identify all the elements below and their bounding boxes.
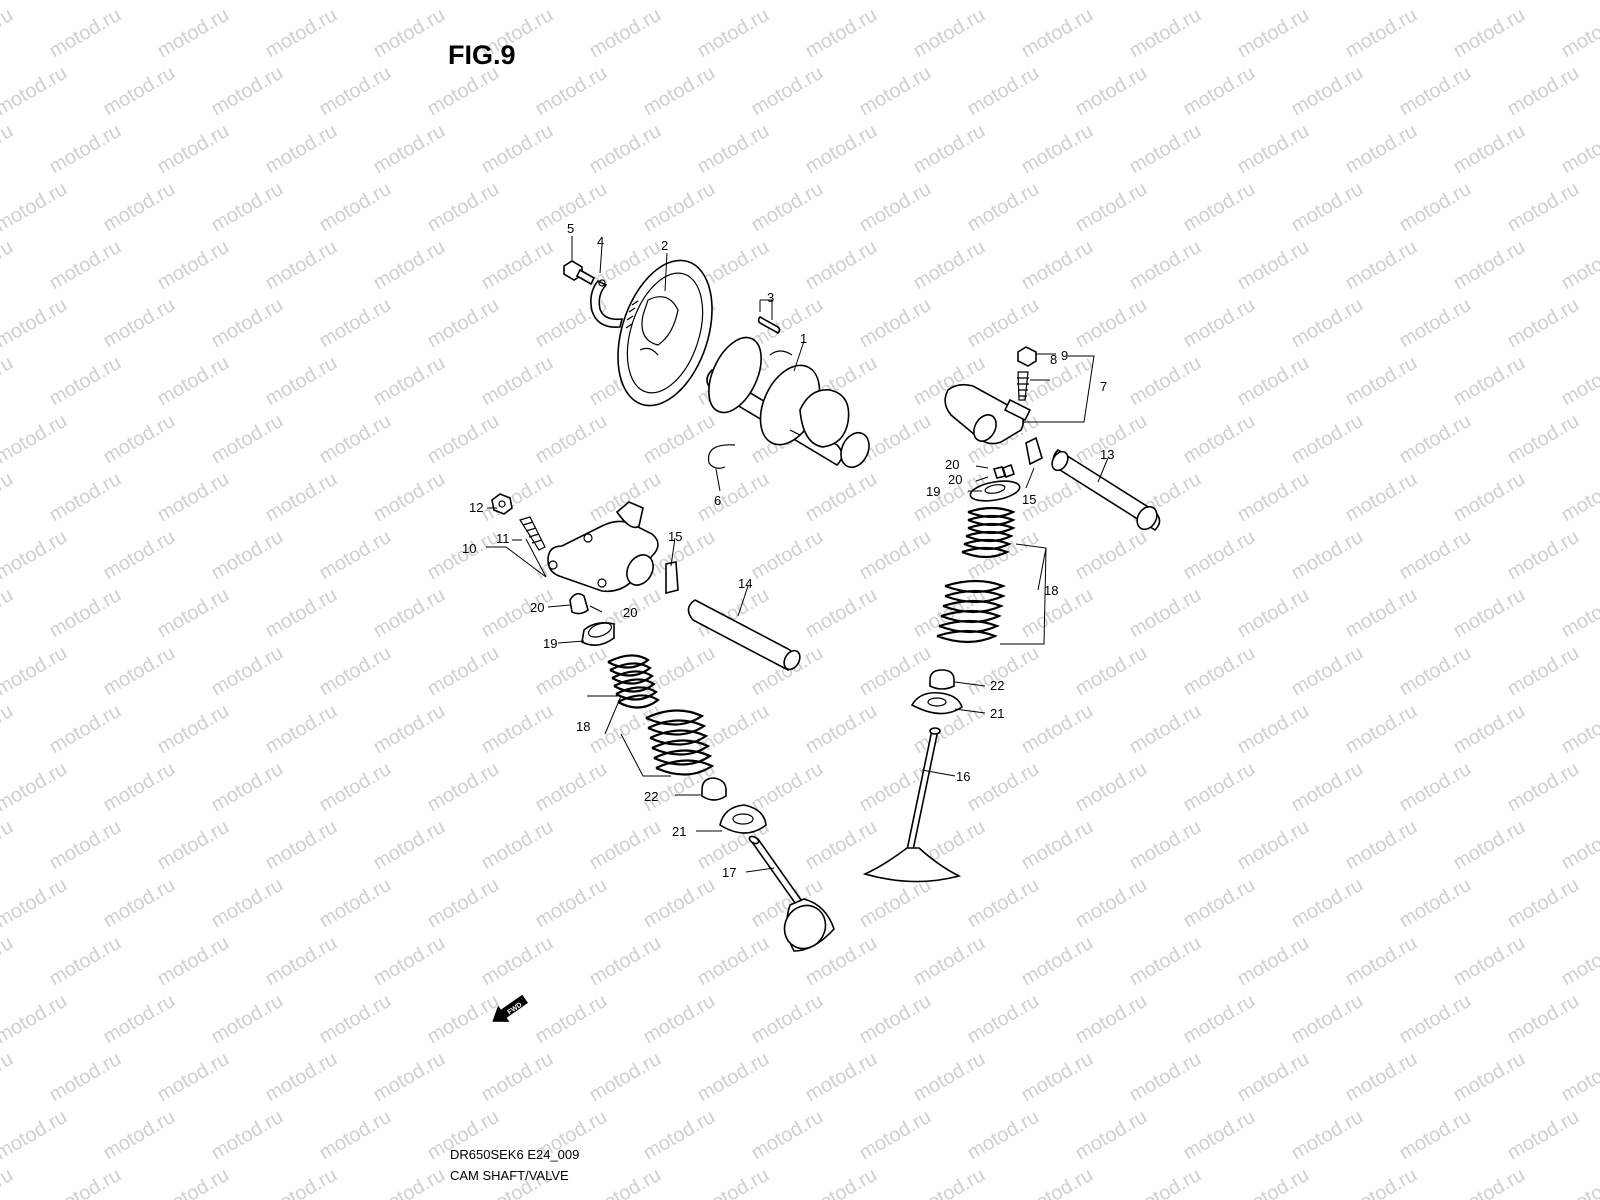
retainer-plate (590, 279, 624, 328)
valve-cotters-right (992, 463, 1016, 479)
valve-spring-outer-left (645, 709, 715, 776)
callout-5: 5 (567, 221, 574, 236)
valve-spring-outer-right (936, 579, 1006, 644)
spring-seat-left (719, 804, 767, 834)
camshaft (706, 336, 870, 469)
callout-7: 7 (1100, 379, 1107, 394)
wave-washer-right (1025, 436, 1043, 466)
valve-spring-inner-right (961, 506, 1016, 559)
callout-20-right-lower: 20 (948, 472, 962, 487)
section-name: CAM SHAFT/VALVE (450, 1168, 569, 1183)
spring-seat-right (910, 691, 963, 715)
sprocket-bolt (563, 260, 596, 286)
callout-17: 17 (722, 865, 736, 880)
rocker-arm-intake (547, 501, 659, 593)
callout-numbers: 1 2 3 4 5 6 7 8 9 10 11 12 13 14 15 15 1… (462, 221, 1114, 880)
cam-sprocket (617, 259, 713, 407)
callout-15-right: 15 (1022, 492, 1036, 507)
lock-nut-exhaust (1017, 346, 1037, 367)
spring-retainer-left (581, 622, 615, 646)
callout-18-left: 18 (576, 719, 590, 734)
callout-18-right: 18 (1044, 583, 1058, 598)
lock-nut-intake (491, 493, 513, 515)
model-code: DR650SEK6 E24_009 (450, 1147, 580, 1162)
callout-10: 10 (462, 541, 476, 556)
valve-stem-seal-right (929, 669, 955, 690)
callout-13: 13 (1100, 447, 1114, 462)
callout-16: 16 (956, 769, 970, 784)
valve-spring-inner-left (607, 654, 660, 709)
exhaust-valve (862, 727, 962, 883)
callout-4: 4 (597, 234, 604, 249)
callout-21-left: 21 (672, 824, 686, 839)
rocker-shaft-exhaust (1051, 448, 1161, 532)
callout-14: 14 (738, 576, 752, 591)
rocker-arm-exhaust (944, 383, 1032, 445)
adjusting-screw-exhaust (1017, 371, 1029, 401)
callout-1: 1 (800, 331, 807, 346)
callout-22-left: 22 (644, 789, 658, 804)
figure-title: FIG.9 (448, 40, 516, 70)
leader-lines (486, 236, 1109, 873)
intake-valve (748, 835, 835, 952)
callout-6: 6 (714, 493, 721, 508)
callout-19-left: 19 (543, 636, 557, 651)
callout-3: 3 (767, 290, 774, 305)
rocker-shaft-intake (687, 599, 801, 671)
valve-cotters-left (569, 592, 589, 615)
callout-9: 9 (1061, 348, 1068, 363)
callout-21-right: 21 (990, 706, 1004, 721)
dowel-pin (757, 316, 781, 334)
callout-2: 2 (661, 238, 668, 253)
callout-12: 12 (469, 500, 483, 515)
callout-20-right-upper: 20 (945, 457, 959, 472)
callout-20-left-a: 20 (530, 600, 544, 615)
callout-19-right: 19 (926, 484, 940, 499)
circlip (707, 444, 736, 469)
callout-20-left-b: 20 (623, 605, 637, 620)
callout-11: 11 (496, 531, 510, 546)
spring-retainer-right (969, 480, 1021, 502)
wave-washer-left (665, 561, 679, 595)
forward-direction-arrow: FWD (492, 994, 528, 1022)
callout-15-left: 15 (668, 529, 682, 544)
callout-22-right: 22 (990, 678, 1004, 693)
fwd-label: FWD (507, 1001, 524, 1016)
callout-8: 8 (1050, 352, 1057, 367)
valve-stem-seal-left (701, 777, 727, 801)
adjusting-screw-intake (519, 516, 546, 551)
